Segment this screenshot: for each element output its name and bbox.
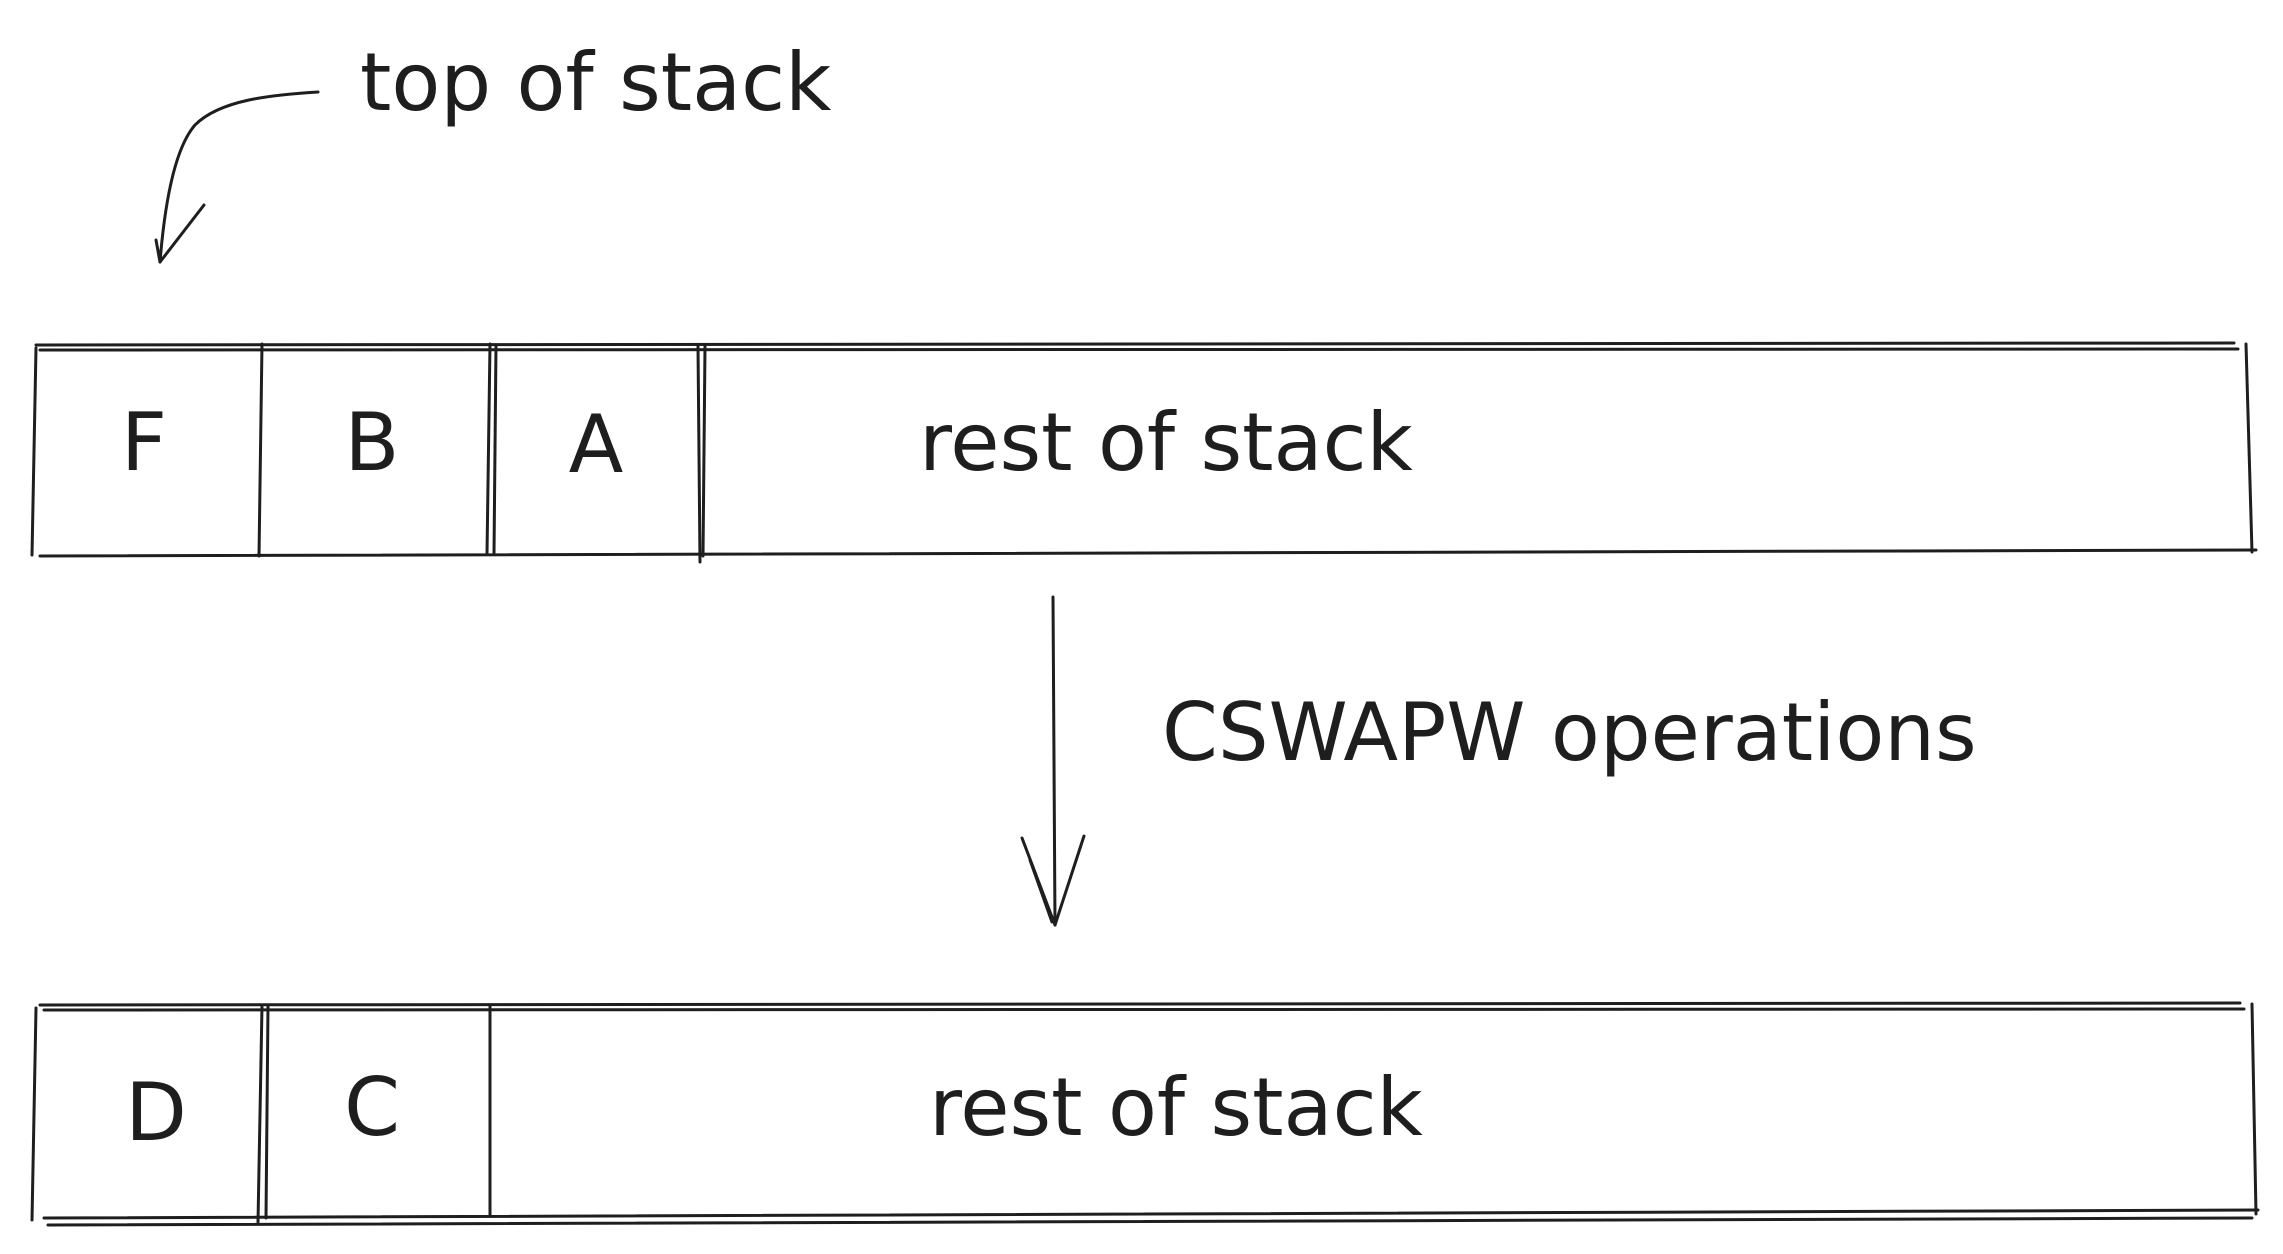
stack-after xyxy=(30,1001,2260,1227)
stack-before-cell-2: B xyxy=(345,396,400,489)
stack-before-cell-3: A xyxy=(569,398,624,491)
stack-before xyxy=(30,341,2258,564)
top-of-stack-arrow xyxy=(154,90,320,264)
stack-after-cell-1: D xyxy=(125,1066,187,1159)
top-of-stack-label: top of stack xyxy=(360,36,832,129)
stack-before-rest-label: rest of stack xyxy=(919,396,1413,489)
operation-arrow xyxy=(1020,595,1086,927)
operation-label: CSWAPW operations xyxy=(1162,686,1977,779)
stack-after-cell-2: C xyxy=(344,1061,400,1154)
stack-before-cell-1: F xyxy=(121,396,167,489)
stack-after-rest-label: rest of stack xyxy=(929,1061,1423,1154)
